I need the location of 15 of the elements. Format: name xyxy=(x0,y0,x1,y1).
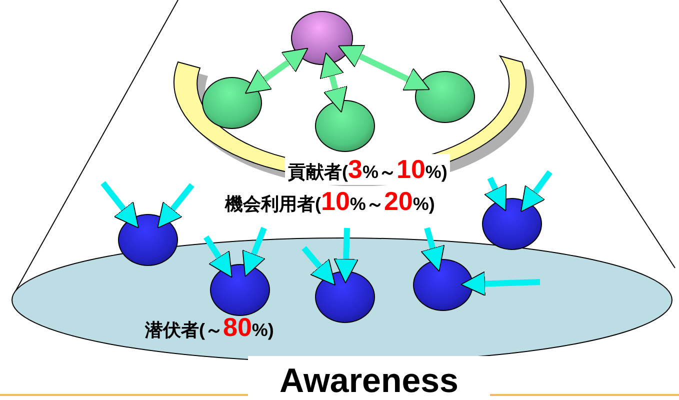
arrow xyxy=(244,48,308,94)
arrow xyxy=(203,235,232,278)
arrow xyxy=(460,271,540,296)
arrow xyxy=(302,246,336,286)
arrow xyxy=(338,44,430,90)
arrow xyxy=(320,52,348,113)
arrow xyxy=(242,226,267,277)
arrow xyxy=(484,176,507,212)
arrow xyxy=(100,181,139,228)
group-label: 潜伏者(～80%) xyxy=(145,312,274,343)
arrow xyxy=(420,227,445,272)
arrow xyxy=(157,183,194,228)
arrow xyxy=(334,228,359,284)
arrow xyxy=(520,170,552,212)
group-label: 貢献者(3%～10%) xyxy=(285,154,450,185)
